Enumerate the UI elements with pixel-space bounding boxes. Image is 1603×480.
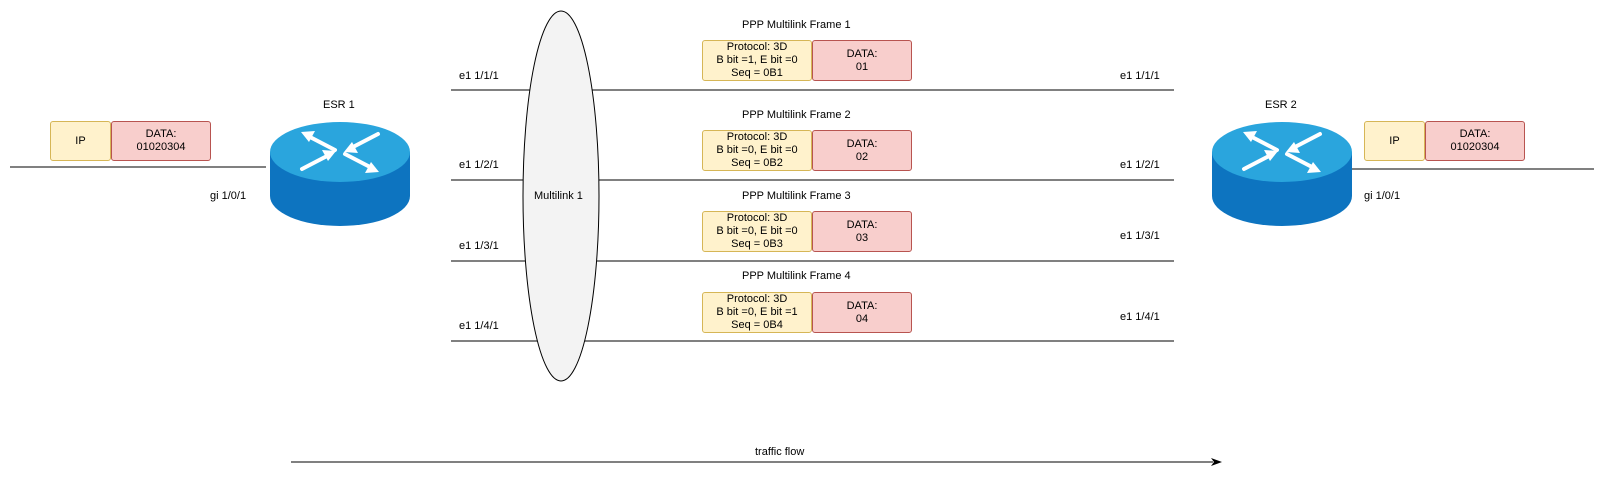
seq-text: Seq = 0B2 [731,157,783,169]
e1-port-label-right: e1 1/3/1 [1120,230,1160,242]
ip-data-box-esr2: DATA: 01020304 [1425,121,1525,161]
e1-port-label-left: e1 1/3/1 [459,240,499,252]
data-label: DATA: [846,137,878,150]
ppp-header-box: Protocol: 3D B bit =0, E bit =0 Seq = 0B… [702,211,812,252]
ppp-header-box: Protocol: 3D B bit =1, E bit =0 Seq = 0B… [702,40,812,81]
e1-port-label-right: e1 1/4/1 [1120,311,1160,323]
protocol-text: Protocol: 3D [726,212,788,224]
e1-port-label-left: e1 1/4/1 [459,320,499,332]
bits-text: B bit =0, E bit =0 [716,144,798,156]
bits-text: B bit =0, E bit =1 [716,306,798,318]
router-name-esr2: ESR 2 [1265,99,1297,111]
data-label: DATA: [846,47,878,60]
data-label: DATA: [145,128,177,140]
multilink-bundle-ellipse [522,10,600,382]
ppp-header-box: Protocol: 3D B bit =0, E bit =0 Seq = 0B… [702,130,812,171]
protocol-text: Protocol: 3D [726,41,788,53]
port-label-esr2-gi: gi 1/0/1 [1364,190,1401,202]
data-value: 03 [855,231,869,244]
port-label-esr1-gi: gi 1/0/1 [210,190,247,202]
arrow-right-icon [291,458,1222,466]
protocol-text: Protocol: 3D [726,293,788,305]
frame-title: PPP Multilink Frame 3 [742,190,851,202]
ip-header-box-esr2: IP [1364,121,1425,161]
seq-text: Seq = 0B1 [731,67,783,79]
data-value: 02 [855,150,869,163]
frame-title: PPP Multilink Frame 1 [742,19,851,31]
e1-port-label-right: e1 1/1/1 [1120,70,1160,82]
data-label: DATA: [846,218,878,231]
traffic-flow-label: traffic flow [755,446,805,458]
ip-data-box-esr1: DATA: 01020304 [111,121,211,161]
router-icon [270,122,410,226]
ppp-data-box: DATA: 01 [812,40,912,81]
seq-text: Seq = 0B4 [731,319,783,331]
data-label: DATA: [846,299,878,312]
bits-text: B bit =1, E bit =0 [716,54,798,66]
e1-port-label-left: e1 1/1/1 [459,70,499,82]
ppp-data-box: DATA: 02 [812,130,912,171]
data-value: 01 [855,60,869,73]
data-label: DATA: [1459,128,1491,140]
bits-text: B bit =0, E bit =0 [716,225,798,237]
ip-header-box-esr1: IP [50,121,111,161]
data-value: 04 [855,312,869,325]
frame-title: PPP Multilink Frame 4 [742,270,851,282]
frame-title: PPP Multilink Frame 2 [742,109,851,121]
data-value: 01020304 [136,141,186,153]
multilink-label: Multilink 1 [534,190,583,202]
ip-header-label: IP [1389,134,1400,147]
ip-header-label: IP [75,134,86,147]
e1-port-label-left: e1 1/2/1 [459,159,499,171]
protocol-text: Protocol: 3D [726,131,788,143]
ppp-header-box: Protocol: 3D B bit =0, E bit =1 Seq = 0B… [702,292,812,333]
seq-text: Seq = 0B3 [731,238,783,250]
data-value: 01020304 [1450,141,1500,153]
ppp-data-box: DATA: 04 [812,292,912,333]
router-name-esr1: ESR 1 [323,99,355,111]
ppp-data-box: DATA: 03 [812,211,912,252]
e1-port-label-right: e1 1/2/1 [1120,159,1160,171]
router-icon [1212,122,1352,226]
